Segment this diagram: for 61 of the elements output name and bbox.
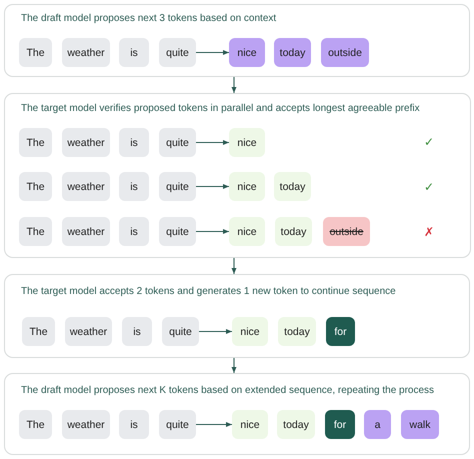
step-title: The draft model proposes next K tokens based on extended sequence, repeating the process [21, 385, 434, 397]
accepted-token: today [275, 217, 312, 246]
context-token: quite [159, 217, 196, 246]
arrow [196, 422, 232, 427]
context-token: weather [62, 38, 110, 67]
context-token: weather [62, 217, 110, 246]
draft-token: a [364, 410, 391, 439]
step-panel [4, 4, 470, 77]
draft-token: walk [401, 410, 439, 439]
draft-token: nice [229, 38, 265, 67]
context-token: is [119, 217, 149, 246]
arrow [196, 50, 230, 55]
context-token: quite [162, 317, 199, 346]
step-title: The target model accepts 2 tokens and generates 1 new token to continue sequence [21, 286, 396, 298]
context-token: The [19, 172, 52, 201]
draft-token: outside [321, 38, 369, 67]
context-token: is [119, 38, 149, 67]
context-token: is [119, 128, 149, 157]
context-token: The [22, 317, 55, 346]
arrow [196, 140, 230, 145]
cross-mark: ✗ [424, 225, 434, 239]
context-token: is [119, 172, 149, 201]
check-mark: ✓ [424, 135, 434, 149]
accepted-token: nice [229, 217, 265, 246]
step-title: The draft model proposes next 3 tokens based on context [21, 13, 276, 25]
context-token: is [122, 317, 152, 346]
arrow [198, 329, 232, 334]
step-panel [4, 93, 471, 258]
step-title: The target model verifies proposed tokens in parallel and accepts longest agreeable prefix [21, 103, 420, 115]
arrow [196, 229, 230, 234]
accepted-token: nice [229, 128, 265, 157]
arrow [196, 184, 230, 189]
step-panel [4, 373, 470, 455]
arrow [232, 258, 236, 274]
accepted-token: nice [232, 317, 268, 346]
context-token: weather [65, 317, 112, 346]
draft-token: today [274, 38, 311, 67]
step-panel [4, 274, 470, 358]
arrow [232, 76, 236, 94]
accepted-token: today [274, 172, 311, 201]
context-token: quite [159, 410, 196, 439]
context-token: quite [159, 172, 196, 201]
accepted-token: nice [232, 410, 268, 439]
arrow [232, 358, 236, 374]
context-token: is [119, 410, 149, 439]
context-token: weather [62, 128, 110, 157]
context-token: quite [159, 38, 196, 67]
context-token: The [19, 38, 52, 67]
context-token: quite [159, 128, 196, 157]
generated-token: for [326, 317, 355, 346]
context-token: The [19, 410, 52, 439]
context-token: weather [62, 172, 110, 201]
generated-token: for [325, 410, 355, 439]
accepted-token: today [278, 317, 316, 346]
context-token: The [19, 128, 52, 157]
context-token: weather [62, 410, 110, 439]
accepted-token: today [277, 410, 315, 439]
accepted-token: nice [229, 172, 265, 201]
rejected-token: outside [323, 217, 370, 246]
context-token: The [19, 217, 52, 246]
check-mark: ✓ [424, 180, 434, 194]
